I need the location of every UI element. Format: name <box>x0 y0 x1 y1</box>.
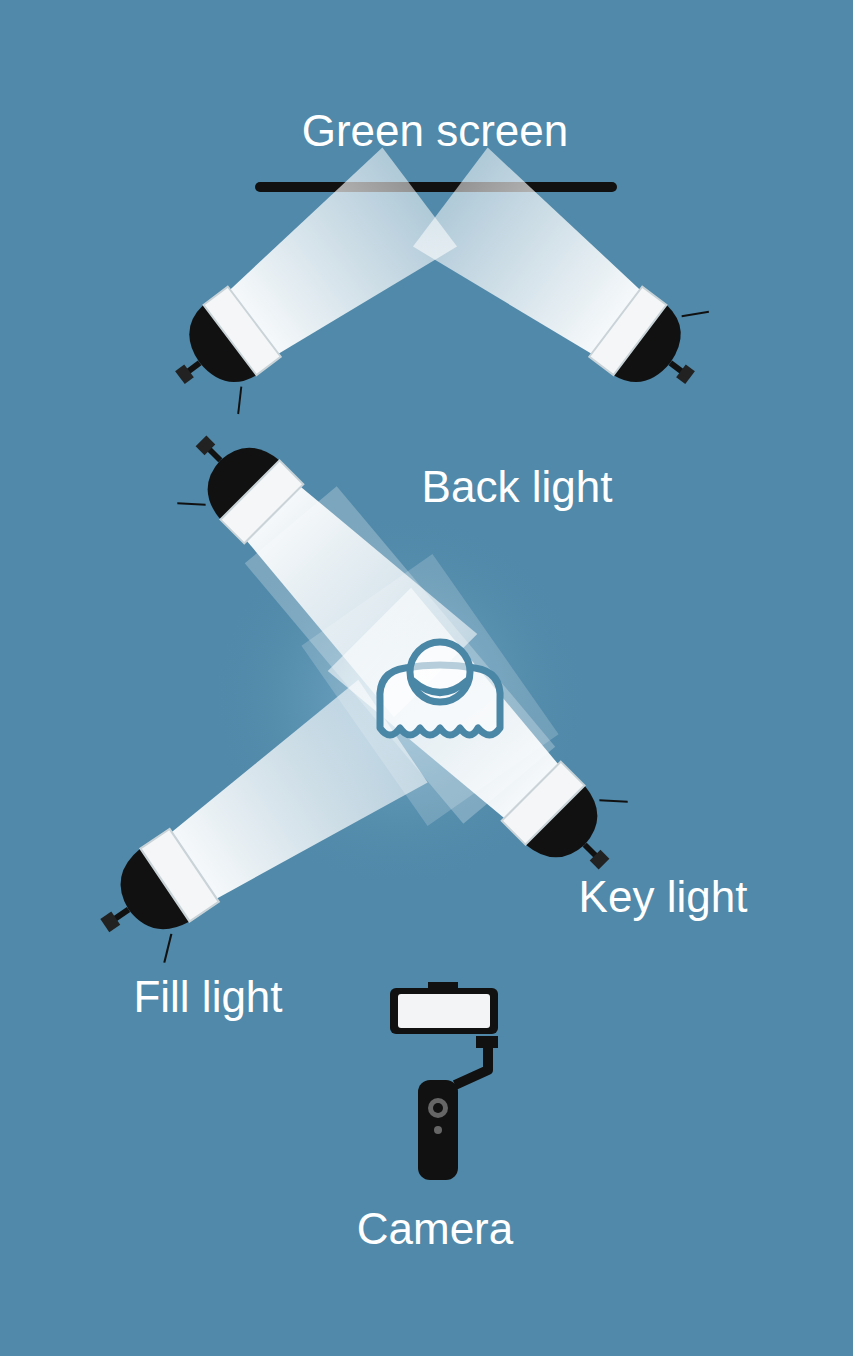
light-label: Key light <box>579 873 748 921</box>
camera-label: Camera <box>357 1205 514 1253</box>
light-label: Fill light <box>133 973 282 1021</box>
screen-label: Green screen <box>302 107 569 155</box>
light-label: Back light <box>422 463 613 511</box>
